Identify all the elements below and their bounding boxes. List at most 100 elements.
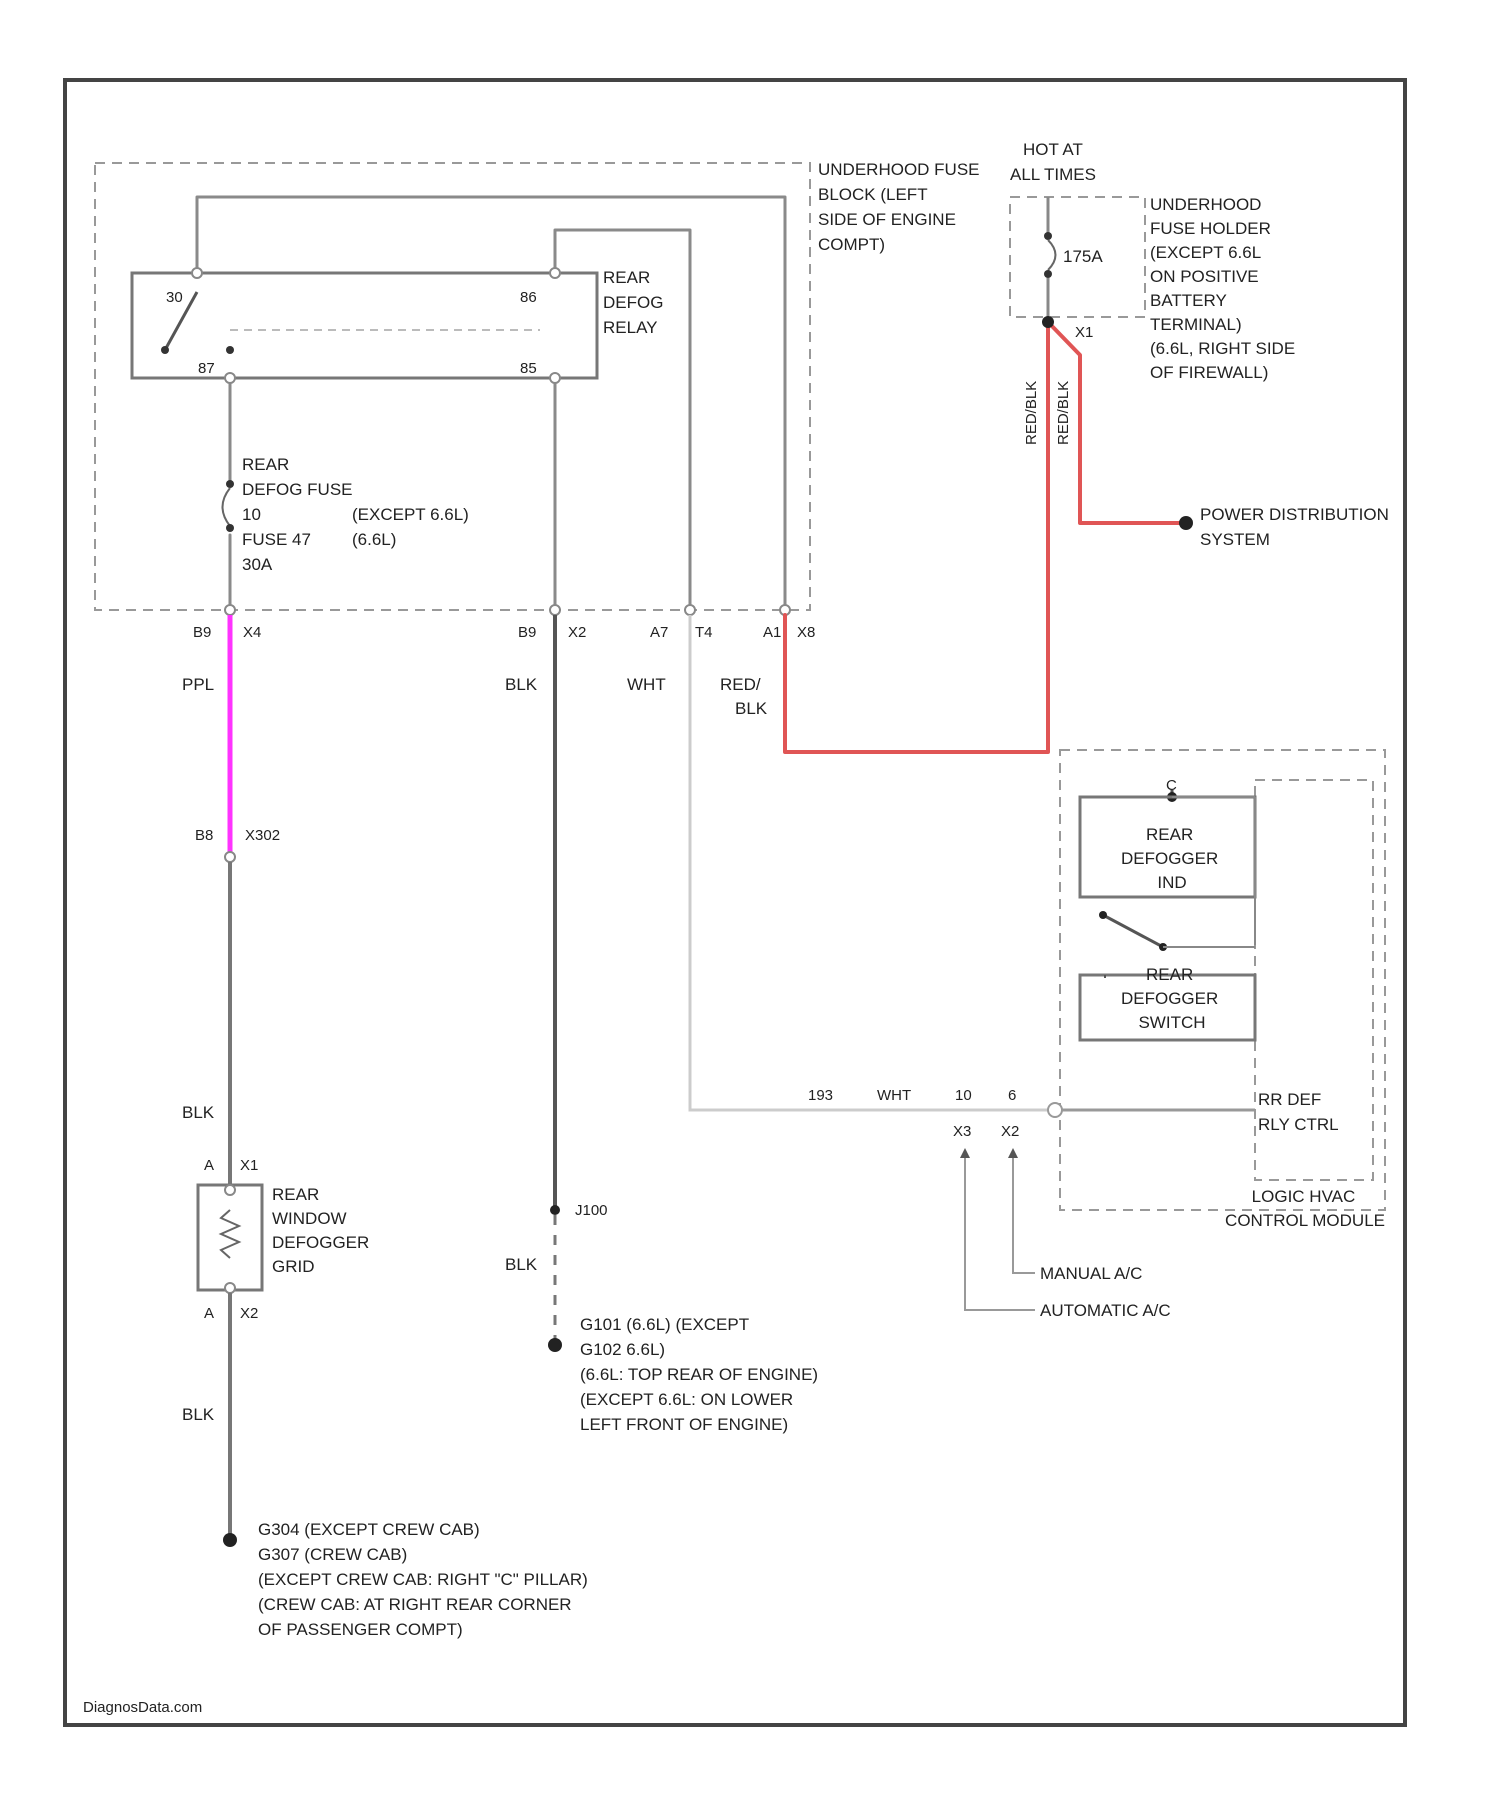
module-input-marker [1048,1103,1062,1117]
fuse-holder-pin: X1 [1075,324,1093,341]
splice-j100-point [550,1205,560,1215]
fuse-rating: 30A [242,555,273,574]
ground-middle-label: G101 (6.6L) (EXCEPT G102 6.6L) (6.6L: TO… [580,1315,823,1434]
relay-contact-pivot [161,346,169,354]
wire-color-blk-to-grid: BLK [182,1103,215,1122]
module-wire-wht: WHT [877,1087,911,1104]
relay-pin-30: 30 [166,289,183,306]
relay-pin-87: 87 [198,360,215,377]
wire-color-wht: WHT [627,675,666,694]
wire-color-blk-to-ground: BLK [505,1255,538,1274]
power-distribution-line: SYSTEM [1200,530,1270,549]
relay-label-line: REAR [603,268,650,287]
relay-label-line: RELAY [603,318,658,337]
pin-b9-x2-a: B9 [518,624,536,641]
connector-x302-pin: B8 [195,827,213,844]
power-distribution-line: POWER DISTRIBUTION [1200,505,1389,524]
splice-j100-label: J100 [575,1202,608,1219]
wire-color-ppl: PPL [182,675,214,694]
switch-label-line: SWITCH [1138,1013,1205,1032]
ind-label-line: IND [1157,873,1186,892]
pin-b9-x2-b: X2 [568,624,586,641]
fuse-holder-label-line: TERMINAL) [1150,315,1242,334]
connector-x302-id: X302 [245,827,280,844]
fuse-block-title: UNDERHOOD FUSE BLOCK (LEFT SIDE OF ENGIN… [818,160,984,254]
relay-pin-86: 86 [520,289,537,306]
grid-label-line: WINDOW [272,1209,347,1228]
ground-left-line: OF PASSENGER COMPT) [258,1620,463,1639]
rear-defogger-ind-label: REAR DEFOGGER IND [1121,825,1223,892]
ground-left-line: (EXCEPT CREW CAB: RIGHT "C" PILLAR) [258,1570,588,1589]
ind-label-line: REAR [1146,825,1193,844]
ground-middle-line: G102 6.6L) [580,1340,665,1359]
grid-bottom-pin-marker [225,1283,235,1293]
rear-defog-fuse-label: REAR DEFOG FUSE [242,455,353,499]
ground-middle-line: (EXCEPT 6.6L: ON LOWER [580,1390,793,1409]
fuse-holder-label-line: (EXCEPT 6.6L [1150,243,1261,262]
fuse-holder-label-line: BATTERY [1150,291,1227,310]
wire-label-red-blk-2: RED/BLK [1055,381,1072,445]
wire-color-red-blk-a: RED/ [720,675,761,694]
ground-left-line: G307 (CREW CAB) [258,1545,407,1564]
fuse-holder-label-line: FUSE HOLDER [1150,219,1271,238]
watermark: DiagnosData.com [83,1699,202,1716]
hvac-module-name: LOGIC HVAC CONTROL MODULE [1225,1187,1385,1230]
rr-def-rly-ctrl-label: RR DEF RLY CTRL [1258,1090,1339,1134]
module-name-line: CONTROL MODULE [1225,1211,1385,1230]
grid-label-line: REAR [272,1185,319,1204]
pin-a1-x8-b: X8 [797,624,815,641]
automatic-ac-label: AUTOMATIC A/C [1040,1301,1171,1320]
hot-label-line: ALL TIMES [1010,165,1096,184]
hvac-module-boundary [1060,750,1385,1210]
fuse-number: 10 [242,505,261,524]
pin-a7-t4-a: A7 [650,624,668,641]
rly-ctrl-line: RLY CTRL [1258,1115,1339,1134]
fuse-holder-link [1042,197,1056,328]
fuse-label-line: REAR [242,455,289,474]
ground-middle-line: LEFT FRONT OF ENGINE) [580,1415,788,1434]
fuse-alt-note: (6.6L) [352,530,396,549]
module-name-line: LOGIC HVAC [1252,1187,1356,1206]
ground-left-line: G304 (EXCEPT CREW CAB) [258,1520,480,1539]
relay-pin-85: 85 [520,360,537,377]
hot-at-all-times-label: HOT AT ALL TIMES [1010,140,1096,184]
rear-defog-relay-label: REAR DEFOG RELAY [603,268,668,337]
fuse-block-title-line: COMPT) [818,235,885,254]
module-pin-6: 6 [1008,1087,1016,1104]
module-pin-10: 10 [955,1087,972,1104]
pin-b9-x4-a: B9 [193,624,211,641]
ground-g304-point [223,1533,237,1547]
grid-label-line: GRID [272,1257,315,1276]
pin-b9-x4-b: X4 [243,624,261,641]
red-blk-wires [785,322,1185,752]
ground-g101-point [548,1338,562,1352]
circuit-number-193: 193 [808,1087,833,1104]
ground-left-label: G304 (EXCEPT CREW CAB) G307 (CREW CAB) (… [258,1520,593,1639]
fuse-holder-label-line: (6.6L, RIGHT SIDE [1150,339,1295,358]
grid-bottom-pin-b: X2 [240,1305,258,1322]
wire-color-blk-bottom: BLK [182,1405,215,1424]
manual-ac-label: MANUAL A/C [1040,1264,1142,1283]
pin-a7-t4-b: T4 [695,624,713,641]
switch-label-line: REAR [1146,965,1193,984]
rly-ctrl-line: RR DEF [1258,1090,1321,1109]
grid-top-pin-b: X1 [240,1157,258,1174]
relay-pin-markers [192,268,560,383]
switch-label-line: DEFOGGER [1121,989,1218,1008]
module-top-pin: C [1166,777,1177,794]
ground-middle-line: (6.6L: TOP REAR OF ENGINE) [580,1365,818,1384]
connector-x302-marker [225,852,235,862]
rear-defog-fuse-symbol [223,480,235,532]
wire-color-red-blk-b: BLK [735,699,768,718]
ac-option-leads [965,1150,1035,1310]
fuse-holder-amp: 175A [1063,247,1103,266]
fuse-holder-label-line: ON POSITIVE [1150,267,1259,286]
relay-contact-87 [226,346,234,354]
fuse-block-title-line: BLOCK (LEFT [818,185,927,204]
fuse-block-boundary [95,163,810,610]
wire-label-red-blk-1: RED/BLK [1023,381,1040,445]
power-distribution-label: POWER DISTRIBUTION SYSTEM [1200,505,1394,549]
grid-top-pin-a: A [204,1157,214,1174]
fuse-holder-label-line: OF FIREWALL) [1150,363,1268,382]
